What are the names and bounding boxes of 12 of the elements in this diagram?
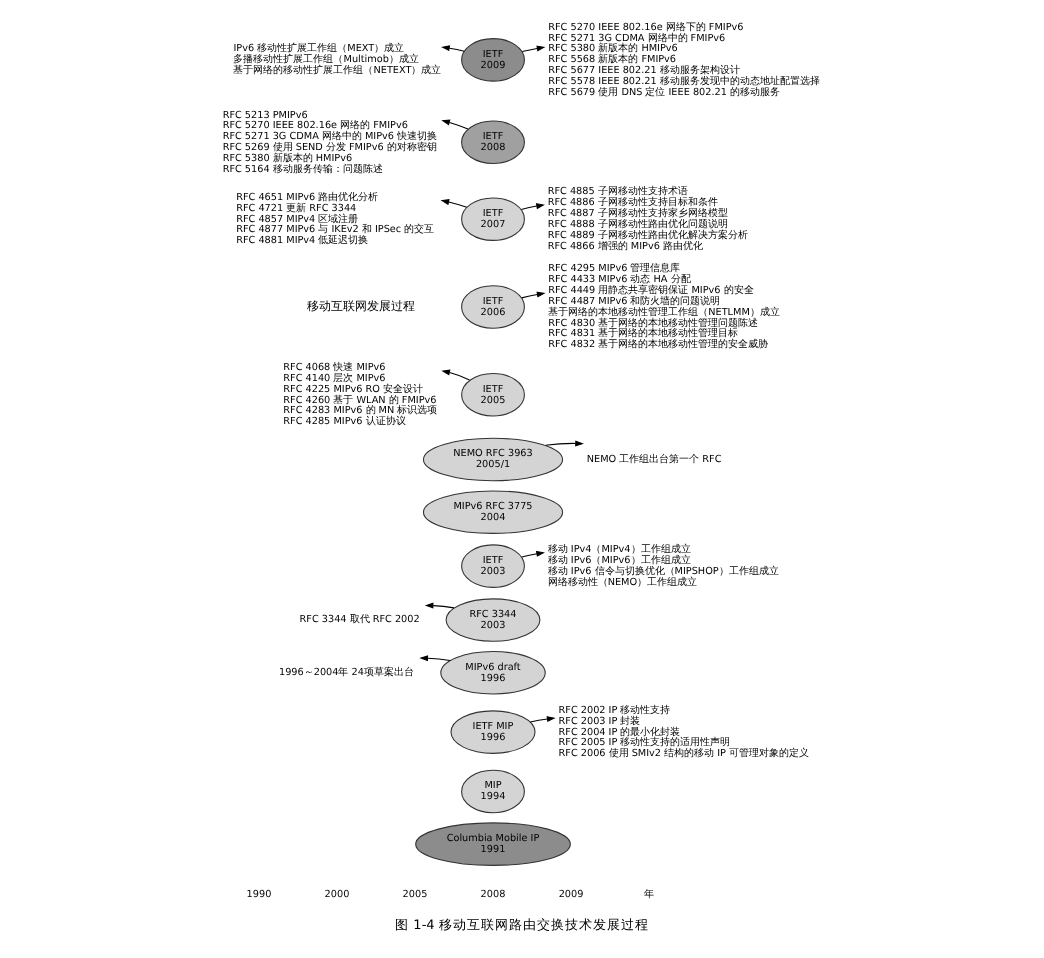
arrow — [424, 602, 455, 609]
arrow — [441, 119, 469, 130]
arrow — [440, 199, 468, 208]
arrow — [521, 45, 546, 53]
arrow — [521, 291, 546, 299]
arrow — [529, 716, 556, 723]
arrow — [441, 369, 471, 381]
arrow — [545, 440, 584, 447]
arrow — [419, 655, 451, 662]
arrow — [521, 550, 545, 558]
arrow — [520, 203, 545, 211]
arrow — [441, 45, 465, 52]
